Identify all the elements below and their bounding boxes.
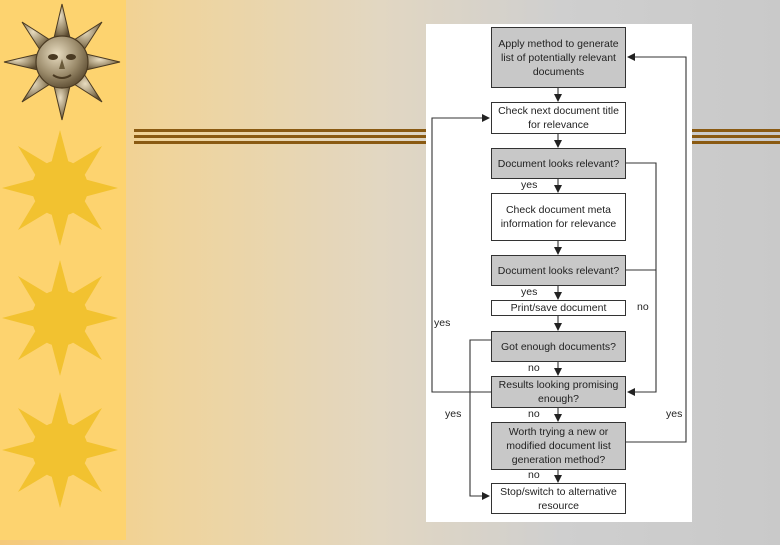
label-yes-decision1: yes (521, 179, 538, 191)
decorative-bar (134, 135, 426, 138)
decorative-bar (134, 141, 426, 144)
label-yes-decision2: yes (521, 286, 538, 298)
label-no-worth: no (528, 469, 540, 481)
decorative-bar (692, 129, 780, 132)
label-yes-right: yes (666, 408, 683, 420)
label-yes-left-lower: yes (445, 408, 462, 420)
decorative-sidebar (0, 0, 126, 540)
decorative-bar (692, 135, 780, 138)
sun-decorations (2, 3, 121, 508)
sun-icon (2, 130, 118, 246)
looks-relevant-decision-2: Document looks relevant? (491, 255, 626, 286)
arrow-enough-yes-to-stop (469, 339, 491, 500)
worth-trying-decision: Worth trying a new or modified document … (491, 422, 626, 470)
label-yes-left-upper: yes (434, 317, 451, 329)
apply-method-box: Apply method to generate list of potenti… (491, 27, 626, 88)
label-no-enough: no (528, 362, 540, 374)
print-save-box: Print/save document (491, 300, 626, 316)
decorative-bar (692, 141, 780, 144)
arrow-worth-yes-loop (626, 53, 687, 443)
sun-face-icon (3, 3, 121, 121)
check-title-box: Check next document title for relevance (491, 102, 626, 134)
results-promising-decision: Results looking promising enough? (491, 376, 626, 408)
label-no-right: no (637, 301, 649, 313)
decorative-bar (134, 129, 426, 132)
looks-relevant-decision-1: Document looks relevant? (491, 148, 626, 179)
check-meta-box: Check document meta information for rele… (491, 193, 626, 241)
sun-icon (2, 392, 118, 508)
arrow-promising-yes-loop (431, 114, 491, 393)
got-enough-decision: Got enough documents? (491, 331, 626, 362)
sun-icon (2, 260, 118, 376)
label-no-promising: no (528, 408, 540, 420)
stop-switch-box: Stop/switch to alternative resource (491, 483, 626, 514)
arrow-no-branches (626, 162, 657, 396)
